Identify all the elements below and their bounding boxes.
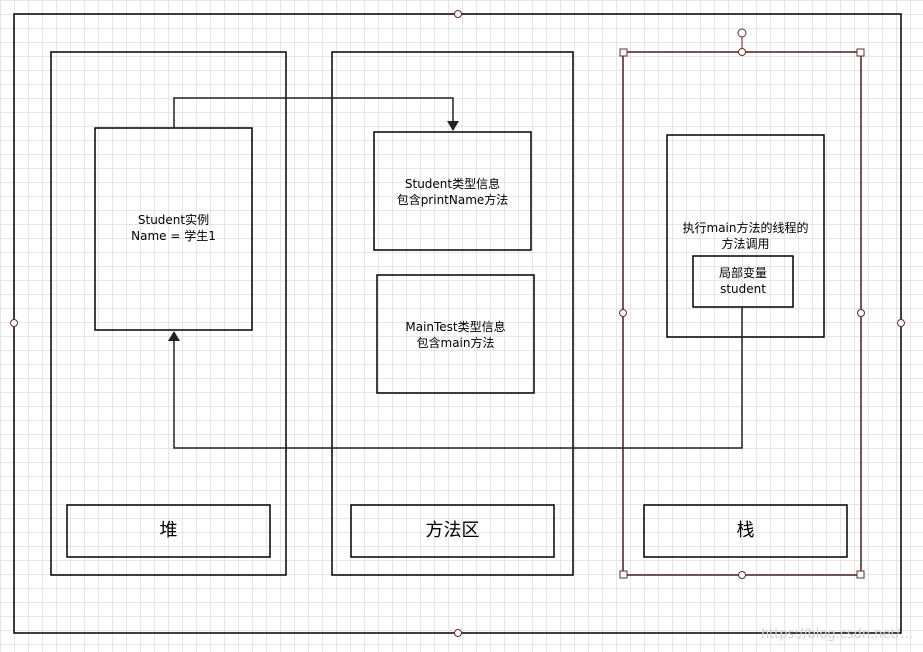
outer-handle-right[interactable] — [897, 319, 905, 327]
rotate-handle[interactable] — [737, 28, 747, 38]
heap-title: 堆 — [159, 520, 178, 541]
local-var-label: 局部变量 student — [718, 266, 767, 297]
outer-handle-bottom[interactable] — [454, 629, 462, 637]
maintest-type-label: MainTest类型信息 包含main方法 — [405, 320, 506, 351]
resize-handle-top-right[interactable] — [856, 48, 865, 57]
heap-container[interactable] — [50, 51, 287, 576]
method-area-title-box[interactable] — [350, 504, 555, 558]
connector-reference-to-instance[interactable] — [168, 307, 743, 449]
thread-frame-box[interactable] — [666, 134, 825, 338]
student-instance-label: Student实例 Name = 学生1 — [131, 213, 216, 244]
stack-title-box[interactable] — [643, 504, 848, 558]
method-area-title: 方法区 — [425, 520, 480, 541]
maintest-type-box[interactable] — [376, 274, 535, 394]
method-area-container[interactable] — [331, 51, 574, 576]
resize-handle-right[interactable] — [857, 309, 865, 317]
connector-instance-to-class[interactable] — [173, 97, 459, 131]
resize-handle-bottom[interactable] — [738, 571, 746, 579]
resize-handle-left[interactable] — [619, 309, 627, 317]
student-type-label: Student类型信息 包含printName方法 — [396, 177, 509, 208]
resize-handle-bottom-left[interactable] — [619, 570, 628, 579]
thread-frame-label: 执行main方法的线程的 方法调用 — [682, 221, 809, 252]
resize-handle-top[interactable] — [738, 48, 746, 56]
resize-handle-top-left[interactable] — [619, 48, 628, 57]
resize-handle-bottom-right[interactable] — [856, 570, 865, 579]
watermark-text: https://blog.csdn.net/… — [760, 627, 913, 642]
heap-title-box[interactable] — [66, 504, 271, 558]
stack-title: 栈 — [736, 520, 755, 541]
outer-handle-top[interactable] — [454, 10, 462, 18]
local-var-box[interactable] — [692, 255, 794, 308]
outer-handle-left[interactable] — [10, 319, 18, 327]
student-type-box[interactable] — [373, 131, 532, 251]
